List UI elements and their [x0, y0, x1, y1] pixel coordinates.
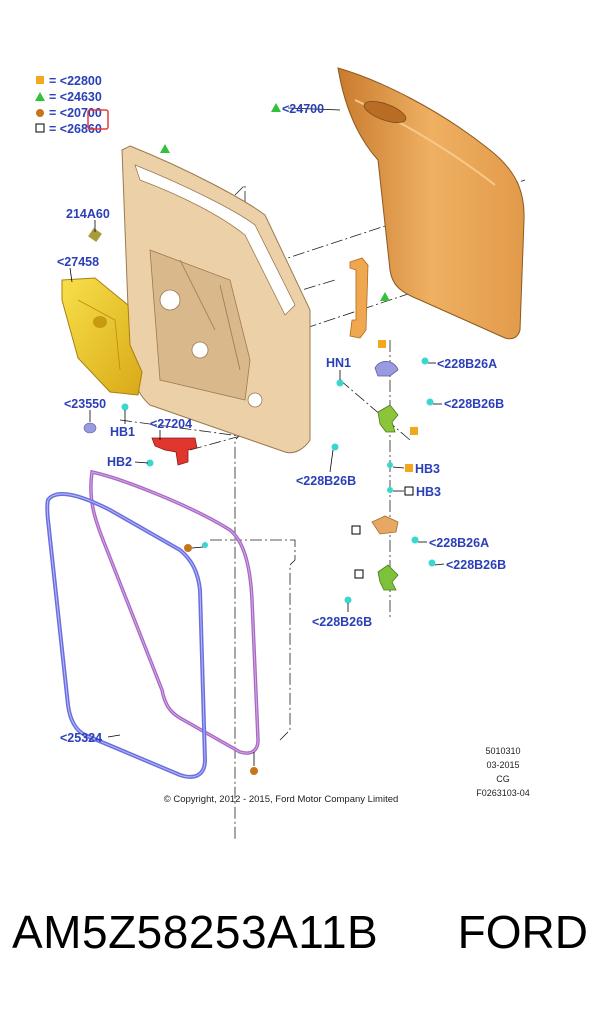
trim-panel	[61, 277, 143, 396]
fasteners	[83, 357, 436, 604]
bracket-triangle-marker-icon	[380, 292, 390, 301]
door-seals	[45, 469, 260, 779]
hinge-bracket-green-upper	[377, 404, 399, 433]
outer-door-skin	[337, 67, 525, 340]
fastener-23550	[83, 422, 97, 434]
leader-lines	[69, 107, 445, 766]
callout-hb3-2: HB3	[416, 485, 441, 499]
square-marker-icon-2	[410, 427, 418, 435]
square-open-marker-icon-3	[354, 569, 364, 579]
fastener-hb3-2	[387, 487, 393, 493]
part-number: AM5Z58253A11B	[12, 906, 379, 958]
fastener-228B26A-1	[421, 357, 429, 365]
callout-23550: <23550	[64, 397, 106, 411]
fastener-228B26B-1	[426, 398, 434, 406]
callout-triangle-icon	[271, 103, 281, 112]
door-handle-recess	[363, 100, 407, 124]
callout-228B26A-1: <228B26A	[437, 357, 497, 371]
callout-25324: <25324	[60, 731, 102, 745]
callout-228B26A-2: <228B26A	[429, 536, 489, 550]
callout-228B26B-2: <228B26B	[296, 474, 356, 488]
callout-214A60: 214A60	[66, 207, 110, 221]
part-214A60	[88, 228, 102, 242]
legend: = <22800 = <24630 = <20700 = <26860	[35, 74, 109, 136]
callout-27204: <27204	[150, 417, 192, 431]
exploded-parts-diagram: = <22800 = <24630 = <20700 = <26860	[35, 67, 530, 840]
caption-bar: AM5Z58253A11B FORD	[0, 905, 600, 975]
hinge-bracket-green-lower	[377, 564, 399, 591]
meta-line-1: 5010310	[485, 746, 520, 756]
square-open-marker-icon-1	[404, 486, 414, 496]
legend-square-open-icon	[35, 123, 45, 133]
door-frame	[121, 145, 311, 454]
fastener-hb1	[121, 403, 129, 411]
legend-label-24630: = <24630	[49, 90, 102, 104]
meta-line-2: 03-2015	[486, 760, 519, 770]
legend-square-filled-icon	[36, 76, 44, 84]
callout-hb3-1: HB3	[415, 462, 440, 476]
square-marker-icon-1	[378, 340, 386, 348]
square-marker-icon-3	[405, 464, 413, 472]
legend-label-22800: = <22800	[49, 74, 102, 88]
frame-triangle-marker-icon	[160, 144, 170, 153]
fastener-228B26B-2	[331, 443, 339, 451]
fastener-228B26B-4	[344, 596, 352, 604]
meta-line-3: CG	[496, 774, 510, 784]
hinge-bracket-orange-lower	[371, 515, 399, 535]
meta-line-4: F0263103-04	[476, 788, 530, 798]
callout-27458: <27458	[57, 255, 99, 269]
fastener-seal-clip	[202, 542, 208, 548]
copyright-text: © Copyright, 2012 - 2015, Ford Motor Com…	[164, 794, 399, 805]
circle-marker-icon-1	[184, 544, 192, 552]
legend-circle-icon	[36, 109, 44, 117]
hinge-half-purple	[374, 361, 399, 377]
callout-hb2: HB2	[107, 455, 132, 469]
fastener-hb2	[146, 459, 154, 467]
callout-228B26B-1: <228B26B	[444, 397, 504, 411]
brand-name: FORD	[457, 906, 588, 958]
red-bracket	[151, 437, 198, 466]
callouts: <24700 214A60 <27458 <23550 HB1 <27204 H…	[57, 102, 506, 745]
highlight-box	[87, 109, 109, 130]
square-open-marker-icon-2	[351, 525, 361, 535]
callout-228B26B-4: <228B26B	[312, 615, 372, 629]
handle-bracket	[349, 257, 369, 339]
callout-24700: <24700	[282, 102, 324, 116]
legend-triangle-icon	[35, 92, 45, 101]
fastener-228B26A-2	[411, 536, 419, 544]
drawing-meta: 5010310 03-2015 CG F0263103-04	[476, 746, 530, 798]
fastener-hb3-1	[387, 462, 393, 468]
callout-hb1: HB1	[110, 425, 135, 439]
legend-label-20700: = <20700	[49, 106, 102, 120]
fastener-228B26B-3	[428, 559, 436, 567]
circle-marker-icon-2	[250, 767, 258, 775]
callout-hn1: HN1	[326, 356, 351, 370]
fastener-hn1	[336, 379, 344, 387]
callout-228B26B-3: <228B26B	[446, 558, 506, 572]
